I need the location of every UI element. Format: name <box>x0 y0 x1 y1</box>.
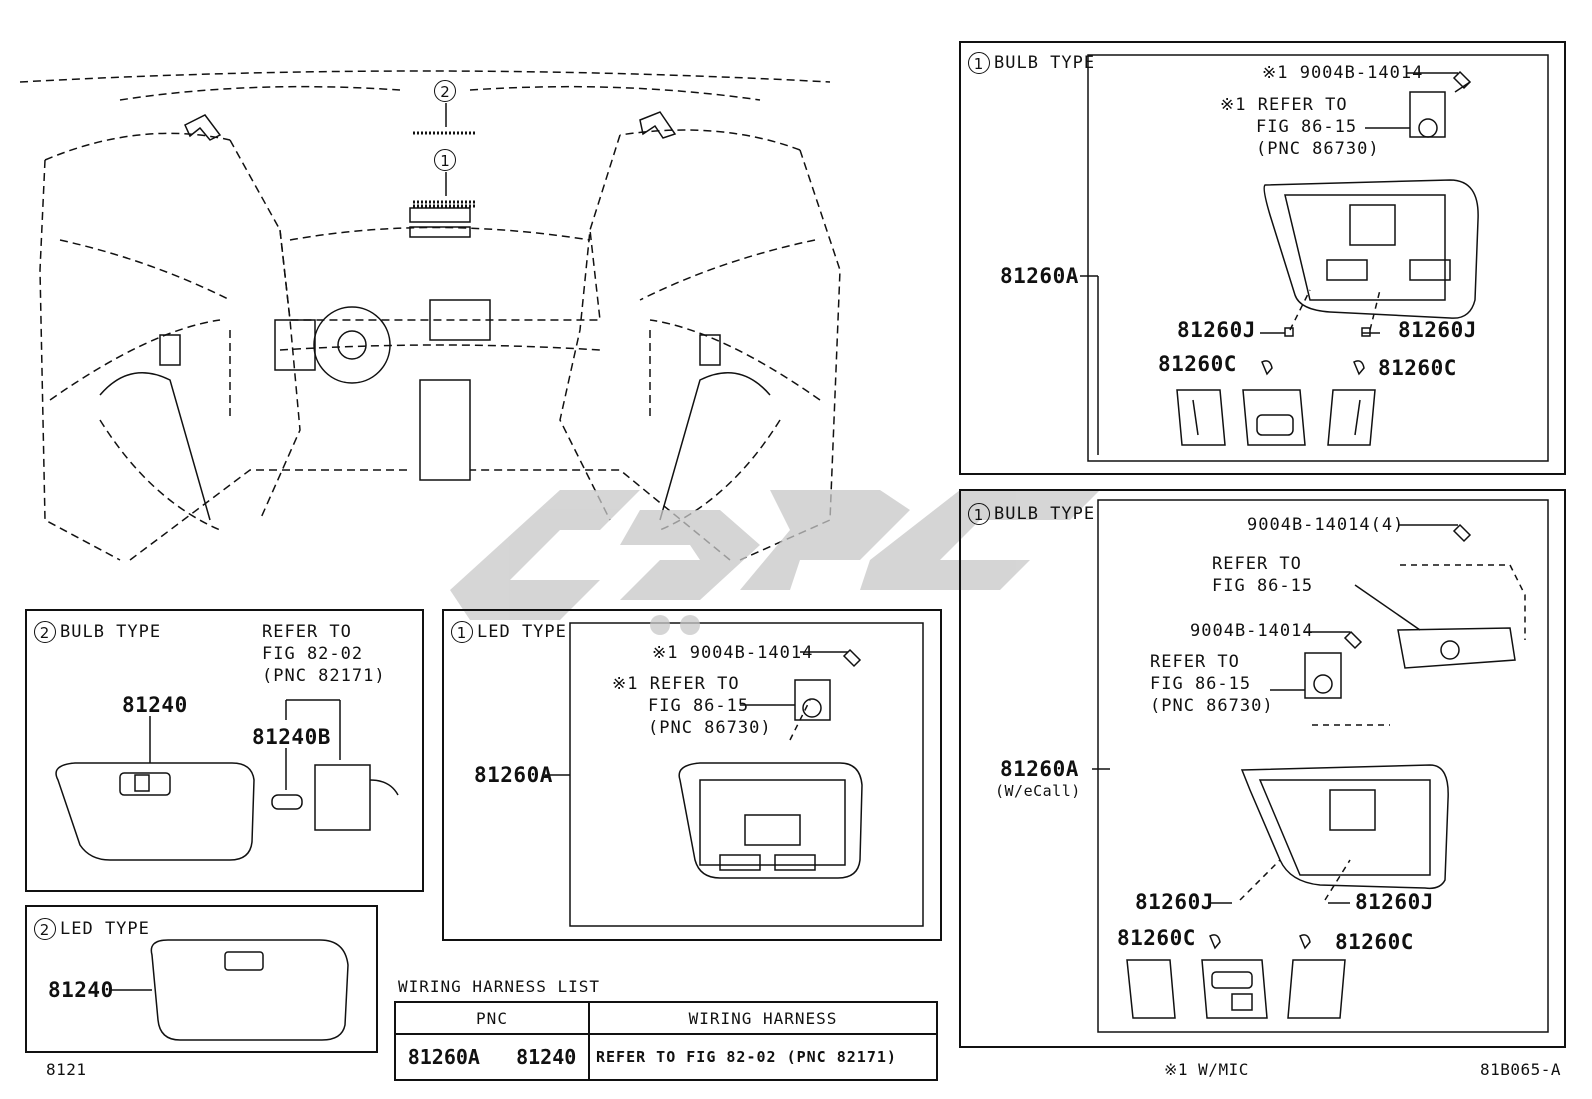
screw-note: ※1 9004B-14014 <box>652 643 814 663</box>
part-number-81240: 81240 <box>122 693 188 717</box>
cell-pnc: 81260A 81240 <box>394 1033 590 1081</box>
panel-led-type-1 <box>442 609 942 941</box>
callout-1-icon: 1 <box>968 52 990 74</box>
refer-note-a-line1: REFER TO <box>1212 554 1302 574</box>
refer-note-line1: REFER TO <box>262 622 352 642</box>
screw-note: 9004B-14014 <box>1190 621 1314 641</box>
part-number-81260j-left: 81260J <box>1135 890 1214 914</box>
refer-note-line2: FIG 82-02 <box>262 644 364 664</box>
panel-bulb-type-1-ecall <box>959 489 1566 1048</box>
bulb2-lamp-drawing <box>55 699 399 861</box>
refer-note-line1: ※1 REFER TO <box>612 674 740 694</box>
part-note-w-ecall: (W/eCall) <box>995 782 1081 800</box>
part-number-81260a: 81260A <box>1000 264 1079 288</box>
callout-1-icon: 1 <box>451 621 473 643</box>
refer-note-line2: FIG 86-15 <box>648 696 750 716</box>
table-header-row: PNC WIRING HARNESS <box>394 1001 938 1035</box>
refer-note-line2: FIG 86-15 <box>1256 117 1358 137</box>
panel-led-type-2 <box>25 905 378 1053</box>
table-row: 81260A 81240 REFER TO FIG 82-02 (PNC 821… <box>394 1033 938 1081</box>
led1-lamp-drawing <box>545 622 924 927</box>
part-number-81260a: 81260A <box>1000 757 1079 781</box>
bulb1-lamp-drawing <box>1080 54 1549 462</box>
refer-note-b-line1: REFER TO <box>1150 652 1240 672</box>
part-number-81260a: 81260A <box>474 763 553 787</box>
part-number-81260j-right: 81260J <box>1355 890 1434 914</box>
refer-note-line3: (PNC 86730) <box>1256 139 1380 159</box>
refer-note-line1: ※1 REFER TO <box>1220 95 1348 115</box>
part-number-81260j-left: 81260J <box>1177 318 1256 342</box>
callout-2-icon: 2 <box>34 918 56 940</box>
cell-wiring-harness: REFER TO FIG 82-02 (PNC 82171) <box>588 1033 938 1081</box>
wiring-harness-title: WIRING HARNESS LIST <box>398 977 601 996</box>
footnote: ※1 W/MIC <box>1164 1060 1249 1079</box>
overview-callout-1: 1 <box>434 149 460 171</box>
bulb1-ecall-lamp-drawing <box>1092 499 1549 1033</box>
figure-number: 8121 <box>46 1060 87 1079</box>
overview-callout-2: 2 <box>434 80 460 102</box>
refer-note-b-line2: FIG 86-15 <box>1150 674 1252 694</box>
column-header-pnc: PNC <box>394 1001 590 1035</box>
part-number-81260c-left: 81260C <box>1117 926 1196 950</box>
screw-note: ※1 9004B-14014 <box>1262 63 1424 83</box>
callout-2-icon: 2 <box>34 621 56 643</box>
callout-1-icon: 1 <box>968 503 990 525</box>
part-number-81260c-left: 81260C <box>1158 352 1237 376</box>
refer-note-b-line3: (PNC 86730) <box>1150 696 1274 716</box>
part-number-81240: 81240 <box>48 978 114 1002</box>
wiring-harness-table: PNC WIRING HARNESS 81260A 81240 REFER TO… <box>394 1001 938 1081</box>
panel-bulb-type-2 <box>25 609 424 892</box>
refer-note-line3: (PNC 86730) <box>648 718 772 738</box>
part-number-81260c-right: 81260C <box>1335 930 1414 954</box>
cabin-overview-drawing <box>19 70 841 561</box>
screw-note-qty4: 9004B-14014(4) <box>1247 515 1405 535</box>
part-number-81260c-right: 81260C <box>1378 356 1457 380</box>
cabin-solid-parts <box>99 111 771 521</box>
refer-note-line3: (PNC 82171) <box>262 666 386 686</box>
led2-lamp-drawing <box>110 939 349 1041</box>
column-header-wiring-harness: WIRING HARNESS <box>588 1001 938 1035</box>
panel-bulb-type-1 <box>959 41 1566 475</box>
refer-note-a-line2: FIG 86-15 <box>1212 576 1314 596</box>
diagram-id: 81B065-A <box>1480 1060 1562 1079</box>
part-number-81240b: 81240B <box>252 725 331 749</box>
part-number-81260j-right: 81260J <box>1398 318 1477 342</box>
